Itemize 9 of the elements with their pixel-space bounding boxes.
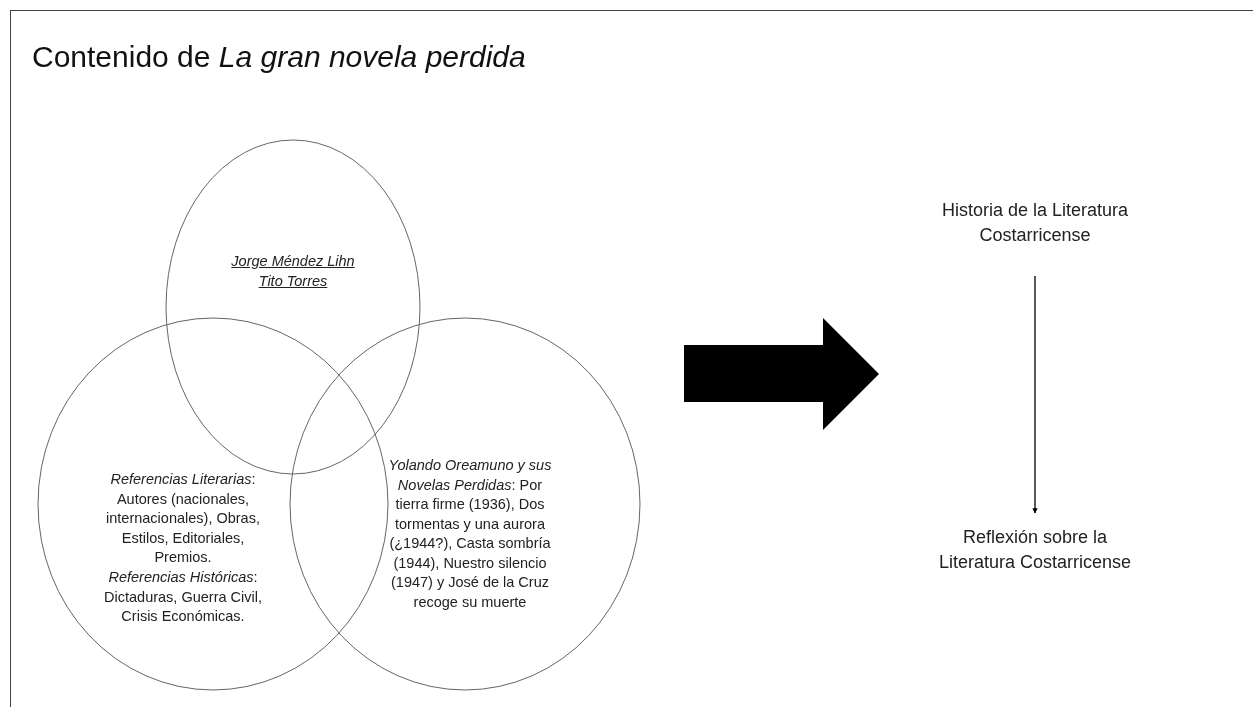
- circle-text: Referencias Históricas: Dictaduras, Guerra Civil, Crisis Económicas.: [103, 568, 263, 626]
- name-label: Jorge Méndez Lihn: [230, 252, 356, 271]
- circle-text: Yolando Oreamuno y sus Novelas Perdidas: Por tierra firme (1936), Dos tormentas y una aurora (¿1944?), Casta sombría (1944), Nuestro silencio (1947) y José de la Cruz recoge su muerte: [387, 456, 553, 612]
- name-label: Tito Torres: [257, 272, 329, 291]
- circle-text: Referencias Literarias: Autores (nacionales, internacionales), Obras, Estilos, Editoriales, Premios.: [105, 470, 261, 567]
- concept-label: Reflexión sobre la Literatura Costarricense: [937, 526, 1133, 574]
- concept-label: Historia de la Literatura Costarricense: [940, 199, 1130, 247]
- arrow: [1032, 275, 1038, 514]
- title: Contenido de La gran novela perdida: [32, 40, 526, 74]
